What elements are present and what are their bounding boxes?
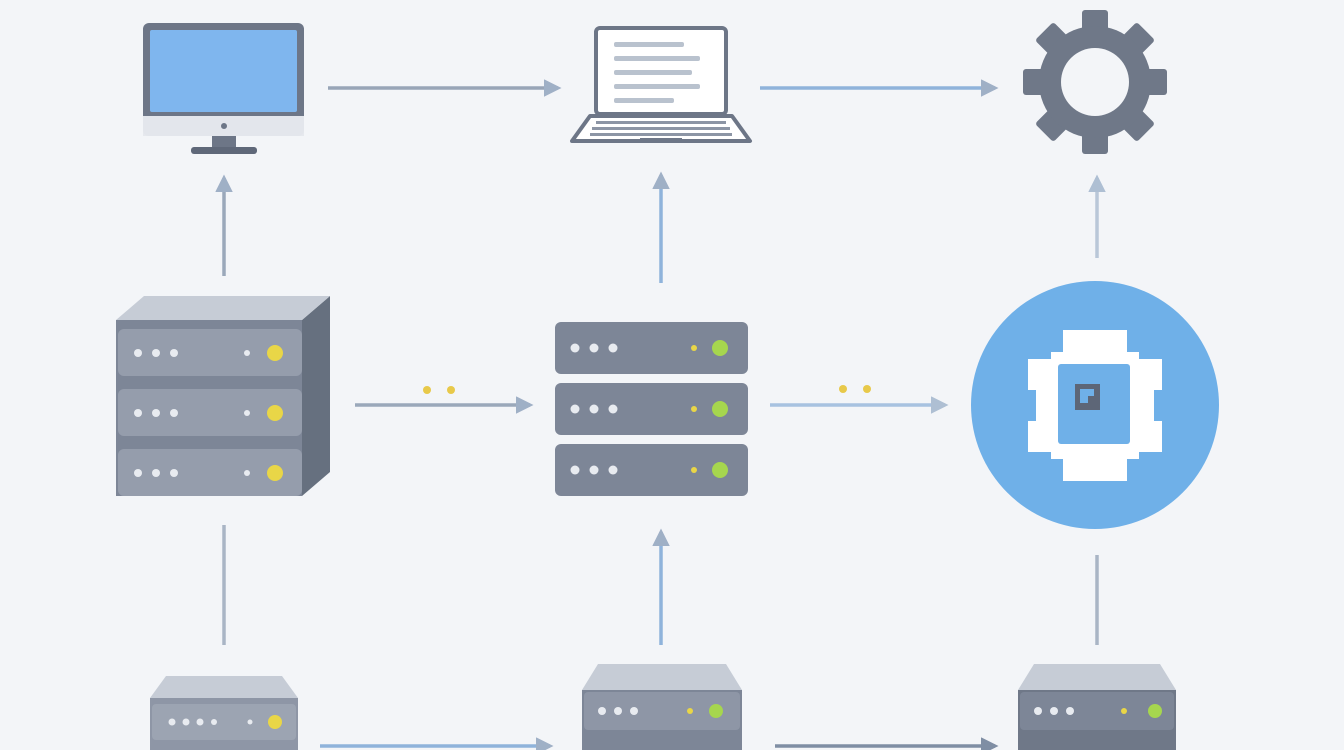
laptop-icon bbox=[570, 26, 752, 143]
server-unit bbox=[555, 444, 748, 496]
flow-dot bbox=[447, 386, 455, 394]
server-rack-left-icon bbox=[116, 296, 330, 496]
server-unit bbox=[555, 322, 748, 374]
server-unit bbox=[118, 449, 302, 496]
flow-dot bbox=[839, 385, 847, 393]
flow-dot bbox=[423, 386, 431, 394]
flow-dots bbox=[423, 385, 871, 394]
server-unit bbox=[118, 389, 302, 436]
server-unit bbox=[118, 329, 302, 376]
server-rack-bottom-left-icon bbox=[150, 676, 298, 750]
processor-node-icon bbox=[971, 281, 1219, 529]
flow-dot bbox=[863, 385, 871, 393]
server-rack-bottom-right-icon bbox=[1018, 664, 1176, 750]
server-rack-bottom-center-icon bbox=[582, 664, 742, 750]
connector-arrows bbox=[215, 79, 1106, 750]
gear-icon bbox=[1023, 10, 1167, 154]
monitor-icon bbox=[143, 23, 304, 154]
chip-icon bbox=[1028, 330, 1162, 481]
server-unit bbox=[555, 383, 748, 435]
server-rack-center-icon bbox=[555, 322, 748, 496]
